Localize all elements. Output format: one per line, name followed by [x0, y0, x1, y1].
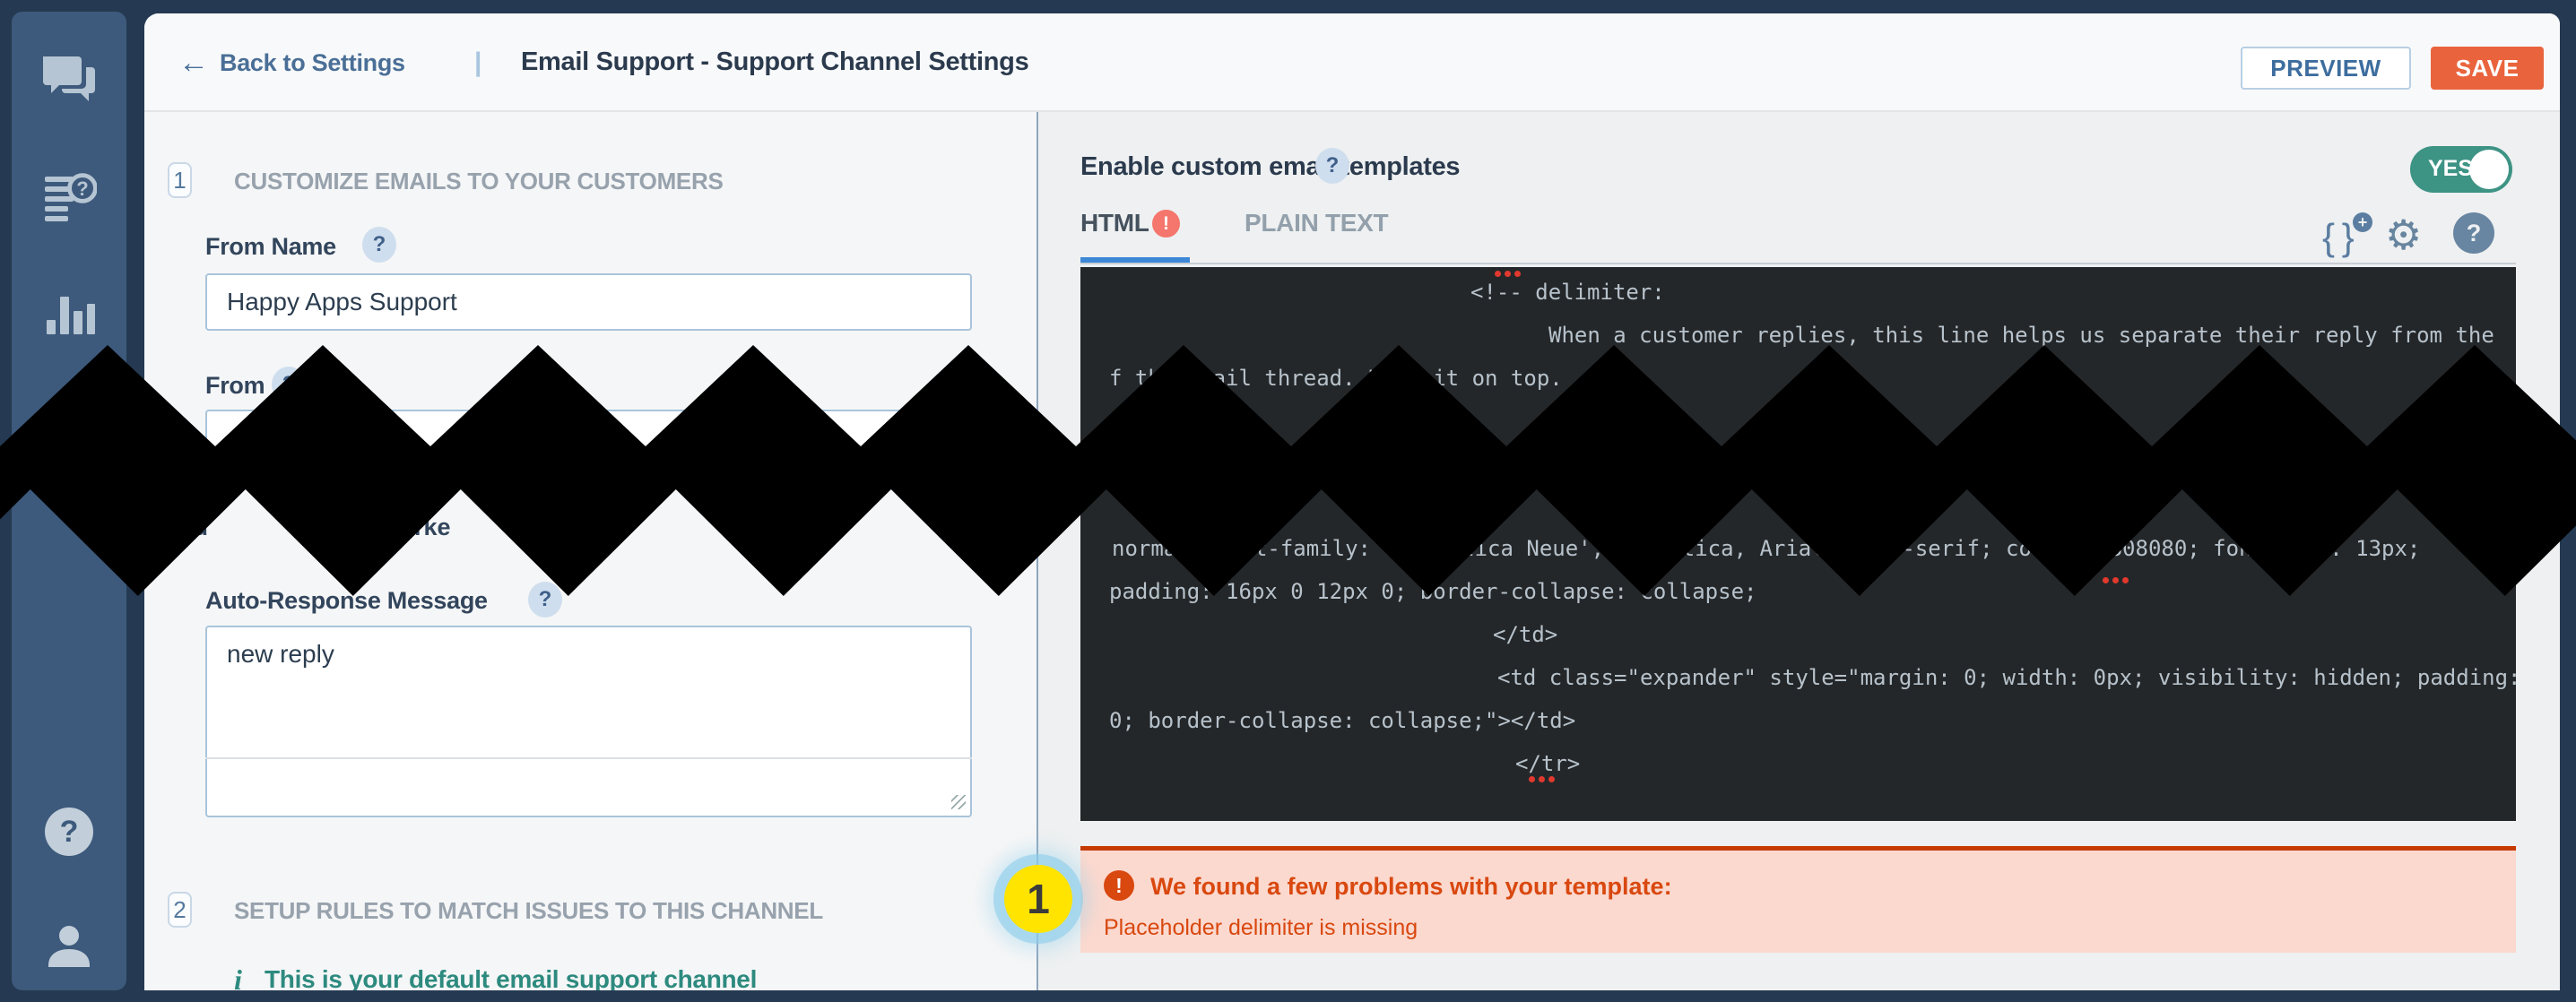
redacted-fragment: ur	[298, 514, 322, 540]
code-line: 0; border-collapse: collapse;"></td>	[1109, 708, 1576, 733]
back-arrow-icon: ←	[178, 45, 209, 80]
section-divider	[205, 757, 972, 759]
plus-badge: +	[2353, 212, 2372, 232]
reports-icon[interactable]	[12, 288, 126, 336]
from-field-label: From	[205, 372, 265, 399]
code-line: </td>	[1493, 622, 1558, 647]
panel-divider	[1036, 112, 1038, 990]
save-button[interactable]: SAVE	[2431, 47, 2544, 90]
tab-html[interactable]: HTML	[1080, 209, 1149, 237]
toggle-knob	[2469, 150, 2509, 189]
page-header: ← Back to Settings | Email Support - Sup…	[144, 13, 2560, 112]
profile-icon[interactable]	[12, 920, 126, 972]
error-title: We found a few problems with your templa…	[1150, 873, 1672, 900]
html-tab-error-icon: !	[1152, 210, 1180, 238]
spellcheck-dots	[2103, 577, 2129, 583]
back-to-settings-link[interactable]: ← Back to Settings	[178, 45, 405, 80]
auto-response-textarea[interactable]: new reply	[205, 626, 972, 817]
code-line: normal; font-family: 'Helvetica Neue', H…	[1112, 536, 2421, 561]
placeholder-braces-icon[interactable]: { } +	[2322, 212, 2372, 259]
template-error-panel: ! We found a few problems with your temp…	[1080, 846, 2516, 953]
kb-question-glyph: ?	[76, 177, 88, 200]
page-title: Email Support - Support Channel Settings	[521, 48, 1029, 76]
active-tab-underline	[1080, 257, 1190, 263]
from-name-help-badge[interactable]: ?	[362, 227, 396, 263]
error-exclamation-icon: !	[1104, 870, 1134, 901]
textarea-resize-handle[interactable]	[951, 795, 966, 809]
section-2-number: 2	[168, 892, 192, 928]
code-line: <td class="expander" style="margin: 0; w…	[1497, 665, 2516, 690]
editor-help-icon[interactable]: ?	[2453, 212, 2494, 254]
section-1-title: CUSTOMIZE EMAILS TO YOUR CUSTOMERS	[234, 168, 724, 194]
overflow-red-dots	[1495, 271, 1521, 277]
auto-response-label: Auto-Response Message	[205, 587, 488, 614]
code-line: </tr>	[1515, 751, 1581, 776]
error-message: Placeholder delimiter is missing	[1104, 915, 1418, 940]
section-1-number: 1	[168, 162, 192, 198]
default-channel-note: This is your default email support chann…	[265, 965, 758, 990]
annotation-badge-1: 1	[1004, 865, 1072, 933]
main-card: ← Back to Settings | Email Support - Sup…	[144, 13, 2560, 990]
from-field-help-badge[interactable]: ?	[272, 367, 306, 402]
from-name-label: From Name	[205, 233, 336, 260]
conversations-icon[interactable]	[12, 55, 126, 107]
code-line: <!-- delimiter:	[1470, 280, 1665, 305]
preview-button[interactable]: PREVIEW	[2241, 47, 2411, 90]
enable-templates-label: Enable custom email templates	[1080, 152, 1461, 181]
code-line: padding: 16px 0 12px 0; border-collapse:…	[1109, 579, 1757, 604]
settings-gear-icon[interactable]: ⚙	[2385, 212, 2423, 258]
tab-plain-text[interactable]: PLAIN TEXT	[1245, 209, 1389, 237]
redacted-fragment: Id	[186, 514, 208, 540]
html-template-editor[interactable]: <!-- delimiter: When a customer replies,…	[1080, 267, 2516, 821]
help-icon[interactable]: ?	[12, 808, 126, 856]
section-2-title: SETUP RULES TO MATCH ISSUES TO THIS CHAN…	[234, 897, 823, 924]
auto-response-help-badge[interactable]: ?	[528, 582, 562, 618]
spellcheck-dots	[1529, 776, 1555, 782]
help-glyph: ?	[45, 808, 93, 856]
code-line: f the email thread. Keep it on top. -->	[1109, 366, 1615, 391]
sidebar: ? ?	[12, 12, 126, 990]
enable-templates-help-badge[interactable]: ?	[1315, 148, 1349, 184]
header-separator: |	[474, 48, 482, 77]
info-icon: i	[234, 963, 242, 990]
code-line: When a customer replies, this line helps…	[1548, 323, 2494, 348]
enable-templates-toggle[interactable]: YES	[2410, 146, 2512, 193]
redacted-fragment: rke	[414, 514, 451, 540]
from-field-input[interactable]	[205, 410, 972, 467]
tabbar-border	[1080, 263, 2516, 264]
from-name-input[interactable]	[205, 273, 972, 331]
knowledge-base-icon[interactable]: ?	[12, 171, 126, 223]
